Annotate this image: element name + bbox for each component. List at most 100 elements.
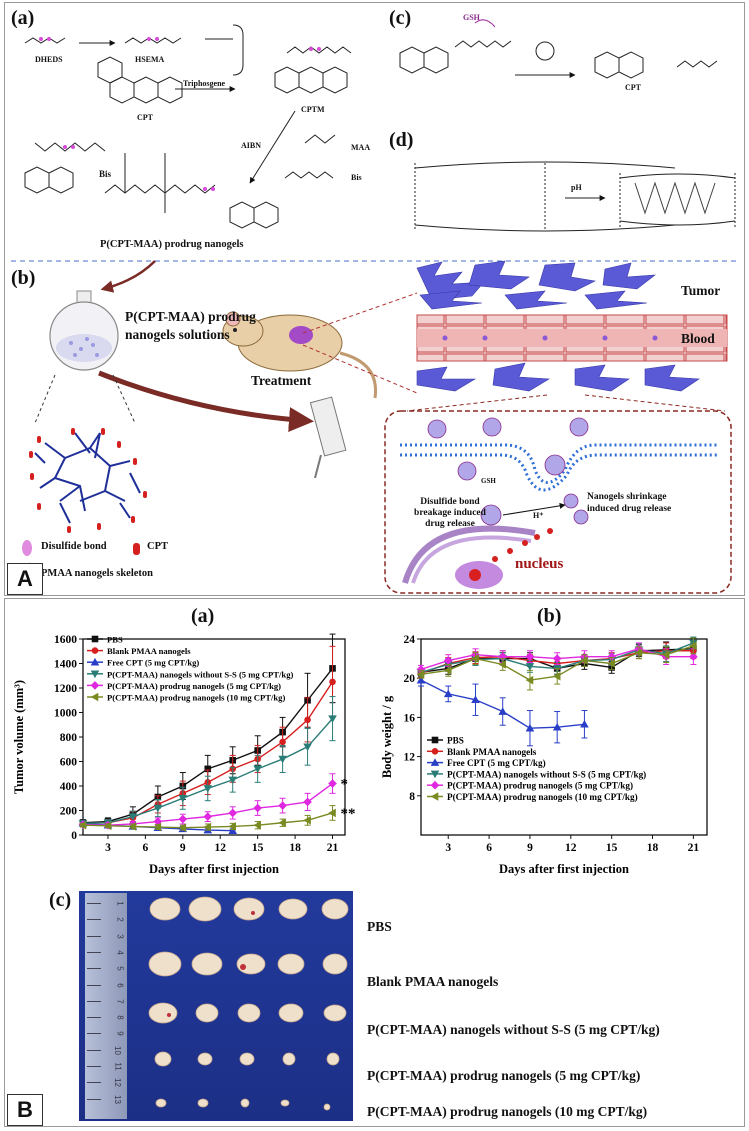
legend-marker	[430, 792, 439, 801]
data-point	[203, 822, 212, 832]
data-point	[253, 820, 261, 830]
photo-group-4: P(CPT-MAA) prodrug nanogels (5 mg CPT/kg…	[367, 1068, 641, 1083]
subfigure-c-label: (c)	[389, 7, 412, 29]
label-maa: MAA	[351, 143, 371, 152]
data-point	[278, 755, 287, 764]
x-tick-label: 3	[445, 842, 451, 854]
data-point	[303, 797, 312, 807]
y-axis-label: Body weight / g	[380, 695, 394, 778]
data-point	[416, 675, 426, 684]
legend-disulfide: Disulfide bond	[41, 541, 107, 552]
y-tick-label: 24	[404, 634, 416, 646]
data-point	[552, 671, 561, 681]
ruler-tick	[87, 903, 101, 904]
label-aibn: AIBN	[241, 141, 262, 150]
data-point	[153, 822, 162, 832]
data-point	[498, 707, 508, 715]
data-point	[471, 654, 479, 663]
y-tick-label: 600	[60, 757, 78, 769]
data-point	[78, 820, 87, 830]
data-point	[103, 821, 112, 831]
mouse-illustration	[222, 311, 378, 399]
data-point	[525, 723, 535, 732]
series-2	[416, 673, 589, 747]
y-tick-label: 12	[404, 752, 416, 764]
legend-marker	[90, 670, 100, 679]
legend-entry: P(CPT-MAA) nanogels without S-S (5 mg CP…	[107, 669, 294, 679]
series-5	[416, 637, 697, 691]
data-point	[525, 663, 535, 671]
ruler-tick	[87, 1017, 101, 1019]
data-point	[178, 814, 188, 824]
y-tick-label: 16	[404, 712, 416, 724]
x-tick-label: 15	[606, 842, 618, 854]
x-tick-label: 18	[289, 842, 301, 854]
legend-marker	[90, 657, 100, 666]
legend-entry: P(CPT-MAA) prodrug nanogels (10 mg CPT/k…	[447, 792, 638, 802]
legend-entry: P(CPT-MAA) prodrug nanogels (5 mg CPT/kg…	[447, 781, 633, 791]
data-point	[498, 660, 507, 669]
data-point	[303, 816, 311, 825]
data-point	[178, 794, 188, 803]
legend-marker	[430, 770, 440, 779]
y-tick-label: 1200	[54, 683, 77, 695]
nanogel-network	[34, 432, 141, 524]
data-point	[689, 641, 697, 651]
legend-entry: Free CPT (5 mg CPT/kg)	[107, 658, 199, 668]
legend-entry: P(CPT-MAA) prodrug nanogels (10 mg CPT/k…	[107, 693, 285, 703]
label-cpt-c: CPT	[625, 83, 641, 92]
data-point	[128, 822, 137, 831]
subfigure-a-label: (a)	[11, 7, 35, 29]
legend-entry: Blank PMAA nanogels	[447, 747, 537, 757]
cpt-particles	[29, 428, 147, 533]
series-5	[78, 805, 336, 832]
data-point	[607, 652, 616, 661]
x-axis-label: Days after first injection	[149, 862, 279, 876]
nanogel-title: P(CPT-MAA) prodrug nanogels	[100, 239, 244, 250]
data-point	[471, 695, 480, 704]
data-point	[278, 818, 286, 828]
legend-marker	[90, 681, 100, 690]
legend-entry: P(CPT-MAA) nanogels without S-S (5 mg CP…	[447, 769, 646, 779]
mech-left-line1: Disulfide bond	[420, 497, 480, 507]
label-triphosgene: Triphosgene	[183, 79, 226, 88]
legend-marker	[90, 692, 99, 702]
tumor-specimens	[148, 896, 349, 1111]
data-point	[328, 779, 337, 788]
subfigure-b-c-label: (c)	[49, 889, 72, 911]
legend-entry: Free CPT (5 mg CPT/kg)	[447, 758, 546, 768]
data-point	[689, 652, 698, 661]
plot-frame	[420, 638, 708, 836]
data-point	[525, 675, 534, 685]
panel-b-letter: B	[7, 1094, 43, 1126]
disulfide-marks	[39, 37, 321, 191]
treatment-label: Treatment	[251, 373, 312, 388]
significance-annotation: *	[341, 777, 349, 793]
mech-right-caption: Nanogels shrinkage induced drug release	[587, 491, 671, 515]
data-point	[328, 715, 337, 723]
y-tick-label: 1400	[54, 659, 77, 671]
label-cptm: CPTM	[301, 105, 325, 114]
mech-h-label: H⁺	[533, 511, 544, 520]
y-tick-label: 0	[71, 830, 77, 842]
series-3	[78, 696, 337, 828]
mech-right-line2: induced drug release	[587, 504, 672, 514]
y-tick-label: 1600	[54, 634, 77, 646]
x-tick-label: 9	[527, 842, 533, 854]
data-point	[303, 743, 312, 752]
ruler-tick	[87, 919, 101, 921]
photo-group-1: PBS	[367, 919, 392, 934]
data-point	[279, 738, 286, 746]
y-tick-label: 8	[409, 791, 415, 803]
data-point	[128, 813, 138, 821]
subfigure-d-label: (d)	[389, 129, 414, 151]
y-tick-label: 400	[60, 781, 78, 793]
x-tick-label: 6	[486, 842, 492, 854]
data-point	[253, 765, 262, 774]
label-gsh-c: GSH	[463, 13, 480, 22]
ruler-tick	[87, 1033, 101, 1035]
